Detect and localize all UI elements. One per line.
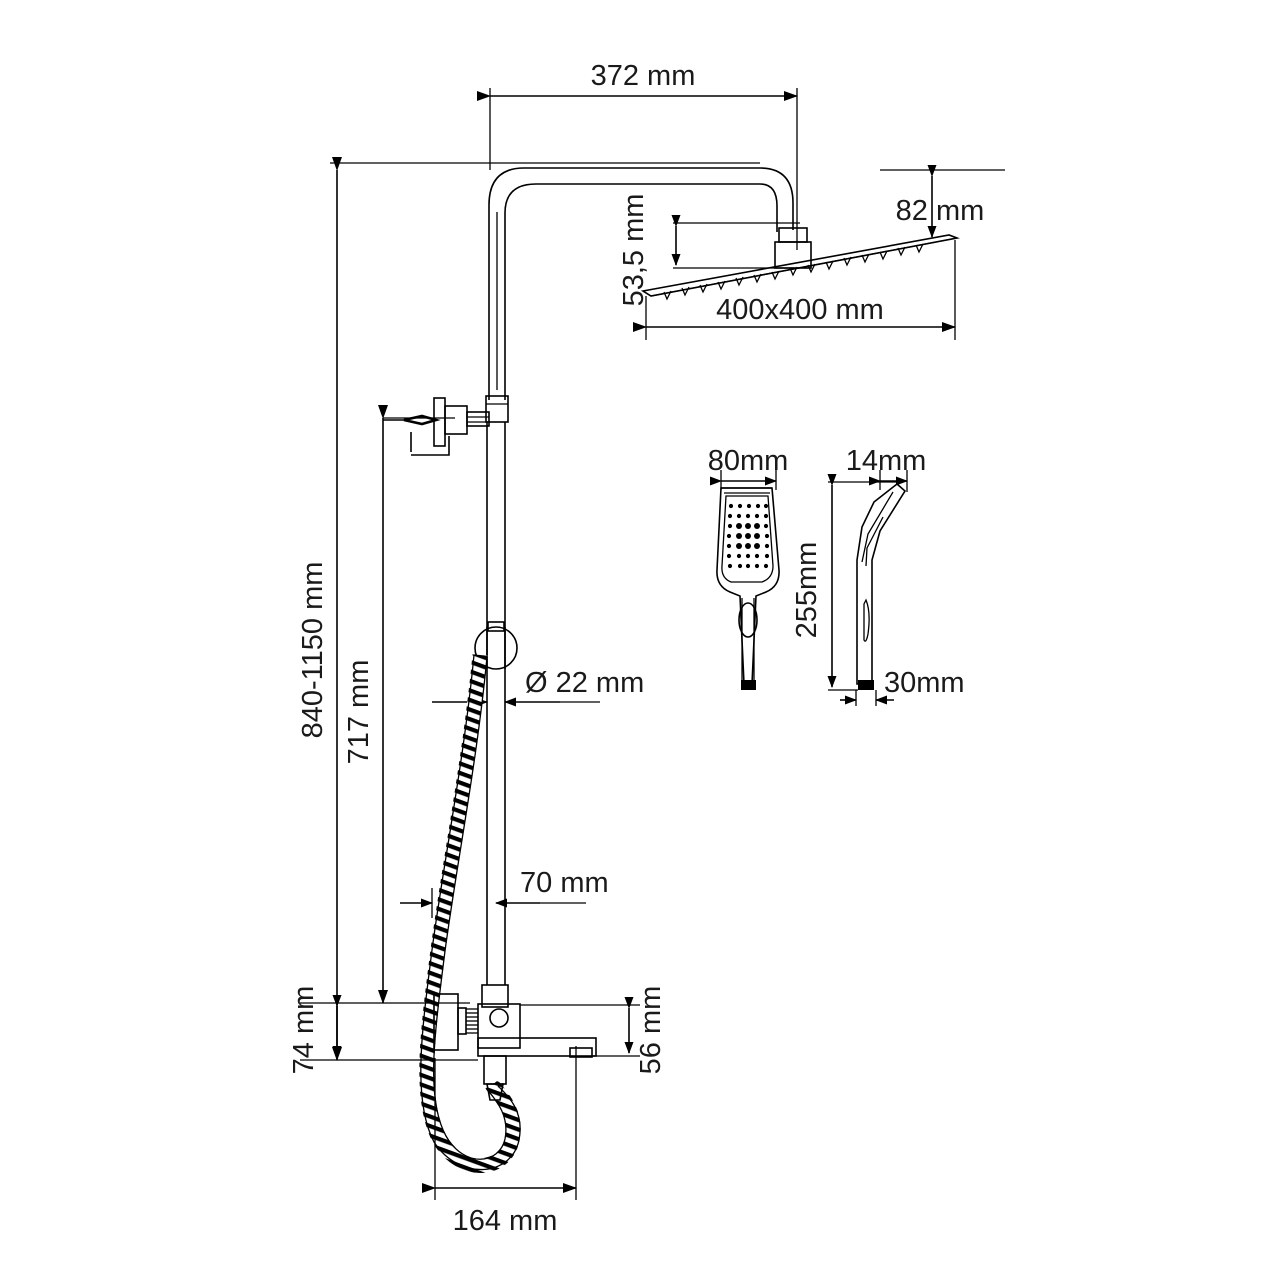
- label-total-height: 840-1150 mm: [297, 562, 329, 739]
- label-hs-width: 80mm: [708, 445, 789, 477]
- label-hs-length: 255mm: [791, 542, 823, 639]
- label-mixer-height: 74 mm: [288, 986, 320, 1075]
- dimension-hs-thickness: 14mm: [846, 445, 927, 492]
- wall-bracket-upper: [383, 397, 490, 456]
- mixer-body: [433, 984, 597, 1101]
- label-riser-height: 717 mm: [343, 660, 375, 765]
- dimension-hs-handle: 30mm: [840, 667, 965, 706]
- dimension-hs-length: 255mm: [791, 474, 897, 691]
- dimension-total-height: 840-1150 mm: [297, 157, 342, 1061]
- label-head-size: 400x400 mm: [716, 294, 884, 326]
- dimension-mixer-height: 74 mm: [288, 986, 478, 1075]
- head-nozzle-row: [663, 243, 924, 301]
- handshower-front-view: [716, 487, 780, 690]
- label-spout-reach: 164 mm: [453, 1205, 558, 1237]
- shower-hose: [419, 654, 521, 1173]
- label-spout-height: 56 mm: [635, 986, 667, 1075]
- shower-arm: [488, 167, 812, 400]
- label-riser-diameter: Ø 22 mm: [525, 667, 644, 699]
- dimension-riser-diameter: Ø 22 mm: [432, 667, 644, 707]
- dimension-spout-height: 56 mm: [520, 986, 667, 1075]
- dimension-head-offset: 53,5 mm: [618, 194, 800, 307]
- dimension-head-thickness: 82 mm: [880, 165, 1005, 238]
- label-arm-reach: 372 mm: [591, 60, 696, 92]
- dimension-arm-reach: 372 mm: [477, 60, 798, 250]
- riser-pipe: [486, 422, 506, 985]
- dimension-head-size: 400x400 mm: [633, 240, 956, 340]
- dimension-hs-width: 80mm: [708, 445, 789, 490]
- dimension-spout-reach: 164 mm: [422, 1058, 577, 1237]
- handshower-side-view: [856, 482, 907, 690]
- riser-coupling: [485, 395, 509, 423]
- label-bracket-offset: 70 mm: [520, 867, 609, 899]
- label-hs-handle: 30mm: [884, 667, 965, 699]
- nozzle-dot-grid: [726, 503, 770, 569]
- knurl-ridges: [466, 1008, 478, 1034]
- dimension-riser-height: 717 mm: [343, 405, 455, 1004]
- label-head-thickness: 82 mm: [896, 195, 985, 227]
- label-hs-thickness: 14mm: [846, 445, 927, 477]
- label-head-offset: 53,5 mm: [618, 194, 650, 307]
- rain-shower-head: [640, 234, 960, 301]
- dimension-bracket-offset: 70 mm: [400, 867, 609, 918]
